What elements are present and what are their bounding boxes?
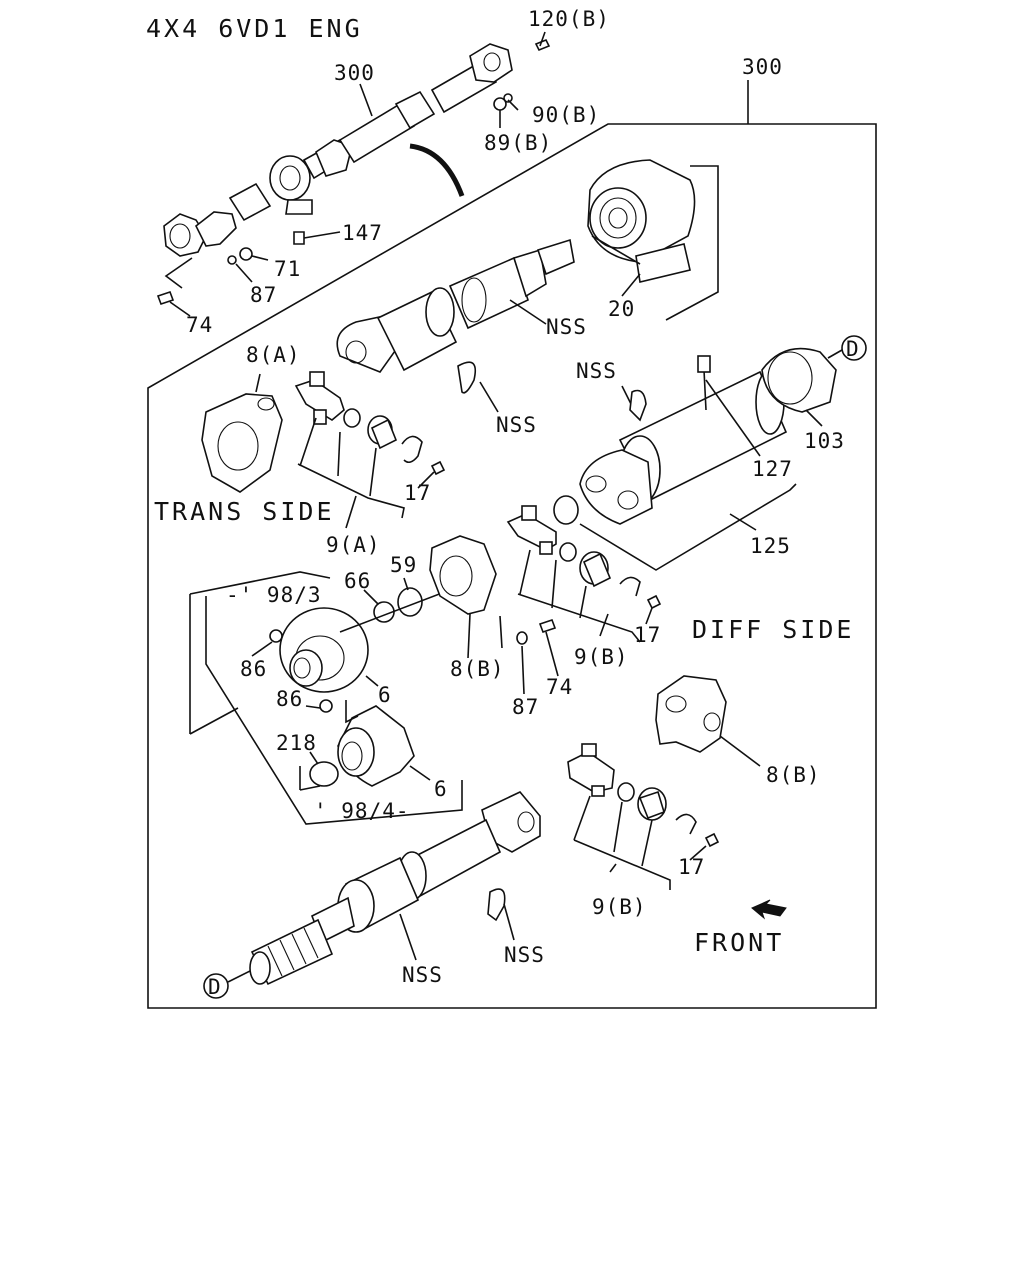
callout-nss-right: NSS (576, 359, 617, 383)
callout-17-b: 17 (634, 623, 661, 647)
callout-74-top: 74 (186, 313, 213, 337)
callout-nss-top: NSS (546, 315, 587, 339)
callout-300-right: 300 (742, 55, 783, 79)
reference-circle-d-icon: D (827, 335, 867, 361)
companion-flange-98 (189, 535, 497, 825)
callout-125: 125 (750, 534, 791, 558)
front-arrow-icon (751, 899, 787, 920)
callout-74-mid: 74 (546, 675, 573, 699)
callout-90b: 90(B) (532, 103, 600, 127)
callout-87-mid: 87 (512, 695, 539, 719)
callout-103: 103 (804, 429, 845, 453)
callout-86-b: 86 (276, 687, 303, 711)
diff-side-parts (506, 505, 662, 643)
trans-side-parts (201, 371, 446, 529)
callout-87-top: 87 (250, 283, 277, 307)
trans-side-label: TRANS SIDE (154, 497, 335, 526)
nss-seal-piece-lower (487, 888, 506, 922)
assembly-bracket-300 (147, 123, 877, 1009)
callout-8b-mid: 8(B) (450, 657, 505, 681)
callout-nss-bottom: NSS (402, 963, 443, 987)
assembled-propeller-shaft (156, 31, 551, 317)
diagram-title: 4X4 6VD1 ENG (146, 14, 363, 43)
callout-17-c: 17 (678, 855, 705, 879)
callout-147: 147 (342, 221, 383, 245)
callout-9b-mid: 9(B) (574, 645, 629, 669)
callout-300-left: 300 (334, 61, 375, 85)
callout-d-left: D (208, 975, 222, 999)
callout-nss-mid: NSS (496, 413, 537, 437)
reference-circle-d-left-icon: D (203, 967, 257, 999)
callout-9b-low: 9(B) (592, 895, 647, 919)
bolt-74-mid (499, 615, 559, 695)
callout-9a: 9(A) (326, 533, 381, 557)
callout-120b: 120(B) (528, 7, 610, 31)
callout-98-4: ' 98/4- (314, 799, 410, 823)
propeller-tube-125 (553, 347, 837, 571)
center-bearing-20 (587, 159, 719, 321)
propeller-shaft-lower (249, 791, 541, 986)
diff-side-label: DIFF SIDE (692, 615, 854, 644)
callout-17-a: 17 (404, 481, 431, 505)
callout-6-b: 6 (434, 777, 448, 801)
callout-218: 218 (276, 731, 317, 755)
callout-8a: 8(A) (246, 343, 301, 367)
callout-8b-right: 8(B) (766, 763, 821, 787)
callout-98-3: -' 98/3 (226, 583, 322, 607)
callout-66: 66 (344, 569, 371, 593)
callout-89b: 89(B) (484, 131, 552, 155)
callout-6-a: 6 (378, 683, 392, 707)
callout-59: 59 (390, 553, 417, 577)
callout-nss-low: NSS (504, 943, 545, 967)
callout-127: 127 (752, 457, 793, 481)
callout-86-a: 86 (240, 657, 267, 681)
callout-20: 20 (608, 297, 635, 321)
slip-yoke-assembly (336, 238, 575, 413)
bracket-98-left (189, 707, 239, 735)
flange-yoke-8b-right (655, 675, 761, 767)
callout-71: 71 (274, 257, 301, 281)
front-label: FRONT (694, 928, 784, 957)
nss-seal-piece (457, 361, 477, 394)
universal-joint-9b-lower (567, 743, 720, 890)
callout-d-right: D (846, 337, 860, 361)
